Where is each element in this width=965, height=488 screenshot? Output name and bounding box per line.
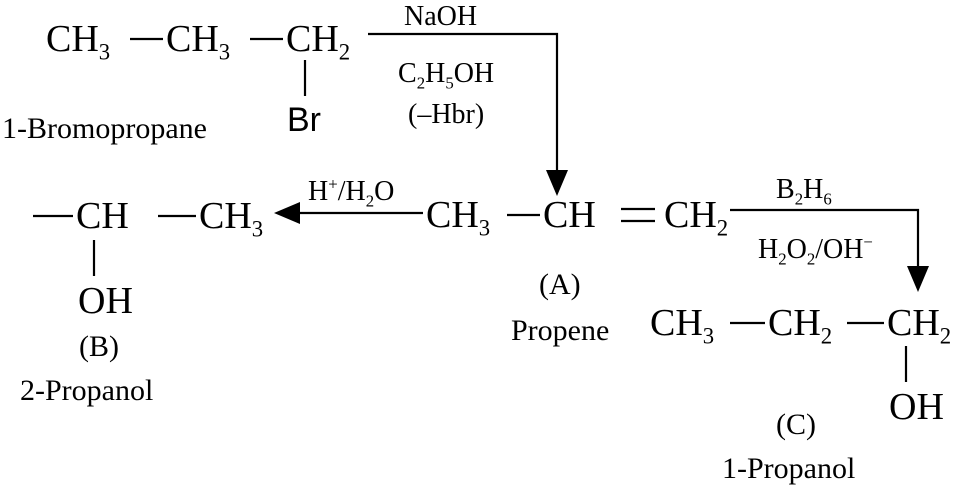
reagent-peroxide: H2O2/OH− xyxy=(758,232,873,269)
propanol2-label: (B) xyxy=(79,330,119,363)
propanol1-name: 1-Propanol xyxy=(722,452,856,485)
arrow-elimination xyxy=(368,32,559,175)
bromopropane-c1: CH3 xyxy=(46,18,111,65)
propene-c2: CH xyxy=(543,194,596,236)
propanol1-label: (C) xyxy=(776,408,816,441)
reagent-ethanol: C2H5OH xyxy=(398,58,495,93)
propanol1-c3: CH2 xyxy=(887,302,952,349)
propene-name: Propene xyxy=(511,314,610,347)
propanol2-ch: CH xyxy=(76,195,129,237)
reagent-diborane: B2H6 xyxy=(776,174,832,209)
bromopropane-name: 1-Bromopropane xyxy=(2,112,207,145)
bromopropane-c2: CH3 xyxy=(166,18,231,65)
propene-c3: CH2 xyxy=(664,194,729,241)
arrow-hydration-head xyxy=(274,202,300,224)
propanol2-oh: OH xyxy=(78,280,133,322)
propene-label: (A) xyxy=(539,268,581,301)
propanol1-c2: CH2 xyxy=(768,302,833,349)
bromopropane-br: Br xyxy=(287,101,321,139)
propanol1-oh: OH xyxy=(889,386,944,428)
propanol1-c1: CH3 xyxy=(650,302,715,349)
bromopropane-c3: CH2 xyxy=(286,18,351,65)
propanol2-ch3: CH3 xyxy=(199,195,264,242)
arrow-elimination-head xyxy=(546,170,568,196)
propene-c1: CH3 xyxy=(426,194,491,241)
reagent-naoh: NaOH xyxy=(404,1,478,32)
arrow-hydroboration-head xyxy=(907,266,929,292)
arrow-hydroboration xyxy=(730,208,920,270)
reagent-acid-water: H+/H2O xyxy=(308,174,395,211)
propanol2-name: 2-Propanol xyxy=(20,374,154,407)
reagent-elimination-hbr: (–Hbr) xyxy=(408,99,485,130)
